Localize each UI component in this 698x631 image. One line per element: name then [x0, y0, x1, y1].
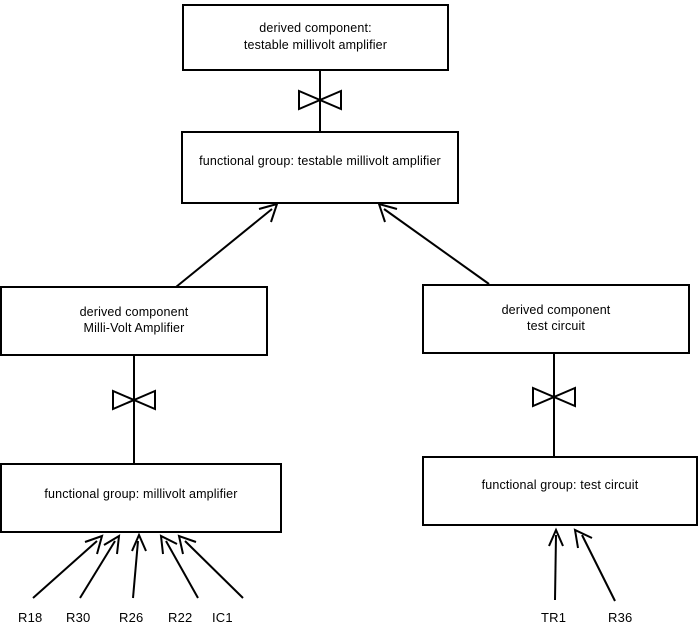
connector-part-r22 — [159, 534, 199, 599]
leaf-label-ic1[interactable]: IC1 — [212, 610, 233, 625]
node-functional-group-test-circuit[interactable]: functional group: test circuit — [422, 456, 698, 526]
leaf-label-r18[interactable]: R18 — [18, 610, 43, 625]
node-label: functional group: testable millivolt amp… — [199, 154, 441, 169]
node-label: derived component test circuit — [501, 302, 611, 334]
leaf-label-r26[interactable]: R26 — [119, 610, 144, 625]
connector-part-r36 — [573, 528, 616, 602]
leaf-label-r30[interactable]: R30 — [66, 610, 91, 625]
node-derived-test-circuit[interactable]: derived component test circuit — [422, 284, 690, 354]
leaf-label-r22[interactable]: R22 — [168, 610, 193, 625]
node-label: derived component Milli-Volt Amplifier — [79, 304, 189, 336]
connector-derivation-left — [112, 354, 156, 465]
connector-part-tr1 — [548, 527, 564, 601]
node-label: functional group: millivolt amplifier — [44, 486, 238, 501]
connector-derivation-right — [532, 352, 576, 458]
node-label: derived component: testable millivolt am… — [243, 21, 388, 52]
node-derived-testable-millivolt-amplifier[interactable]: derived component: testable millivolt am… — [182, 4, 449, 71]
connector-part-ic1 — [177, 534, 244, 599]
connector-derivation-top — [298, 69, 342, 133]
node-derived-milli-volt-amplifier[interactable]: derived component Milli-Volt Amplifier — [0, 286, 268, 356]
node-functional-group-millivolt-amplifier[interactable]: functional group: millivolt amplifier — [0, 463, 282, 533]
connector-part-r26 — [131, 532, 147, 599]
leaf-label-r36[interactable]: R36 — [608, 610, 633, 625]
connector-arrow-left-branch — [175, 202, 279, 288]
connector-part-r18 — [32, 534, 104, 599]
node-label: functional group: test circuit — [481, 477, 639, 492]
leaf-label-tr1[interactable]: TR1 — [541, 610, 567, 625]
connector-part-r30 — [79, 534, 121, 599]
node-functional-group-testable-millivolt-amplifier[interactable]: functional group: testable millivolt amp… — [181, 131, 459, 204]
connector-arrow-right-branch — [377, 202, 490, 285]
